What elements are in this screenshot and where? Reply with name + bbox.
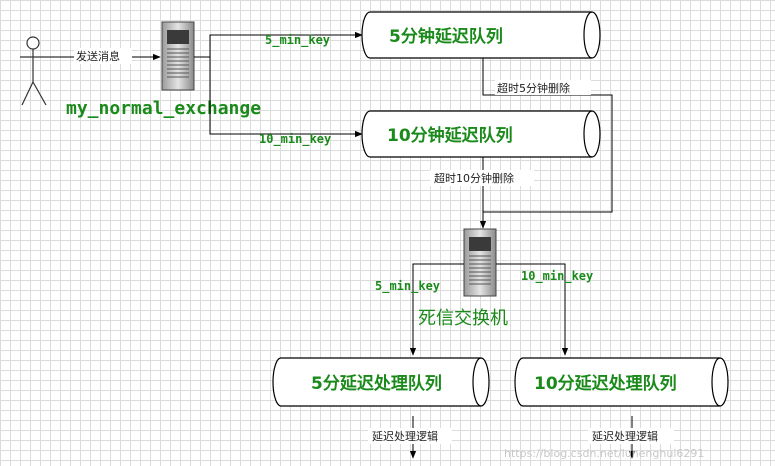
route-5min-key: 5_min_key xyxy=(265,33,330,48)
dlx-route-5min-key: 5_min_key xyxy=(375,279,440,294)
route-10min-arrow xyxy=(194,56,363,138)
timeout-10min-label: 超时10分钟删除 xyxy=(434,171,514,185)
dead-letter-exchange-name: 死信交换机 xyxy=(418,308,508,329)
dead-letter-exchange-server-icon xyxy=(463,228,497,297)
queue-5min-delay-label: 5分钟延迟队列 xyxy=(389,26,503,47)
process-right-label: 延迟处理逻辑 xyxy=(592,429,658,443)
queue-10min-process-label: 10分延迟处理队列 xyxy=(534,373,677,394)
queue-10min-delay: 10分钟延迟队列 xyxy=(361,110,601,158)
exchange-server-icon xyxy=(161,21,195,91)
send-message-label: 发送消息 xyxy=(76,49,120,63)
dlx-route-10min-key: 10_min_key xyxy=(521,269,593,284)
queue-5min-delay: 5分钟延迟队列 xyxy=(361,11,601,59)
queue-5min-process: 5分延迟处理队列 xyxy=(272,357,490,407)
queue-10min-process: 10分延迟处理队列 xyxy=(514,357,729,407)
dlx-route-10min-arrow xyxy=(496,263,569,356)
route-10min-key: 10_min_key xyxy=(259,132,331,147)
queue-10min-delay-label: 10分钟延迟队列 xyxy=(387,125,513,146)
watermark-text: https://blog.csdn.net/lunenghui6291 xyxy=(504,447,704,460)
process-left-label: 延迟处理逻辑 xyxy=(372,429,438,443)
queue-5min-process-label: 5分延迟处理队列 xyxy=(311,373,442,394)
exchange-name: my_normal_exchange xyxy=(66,98,261,119)
timeout-5min-path xyxy=(482,58,613,213)
dlx-route-5min-arrow xyxy=(409,263,464,356)
sender-actor-icon xyxy=(20,36,47,106)
timeout-5min-label: 超时5分钟删除 xyxy=(497,81,570,95)
